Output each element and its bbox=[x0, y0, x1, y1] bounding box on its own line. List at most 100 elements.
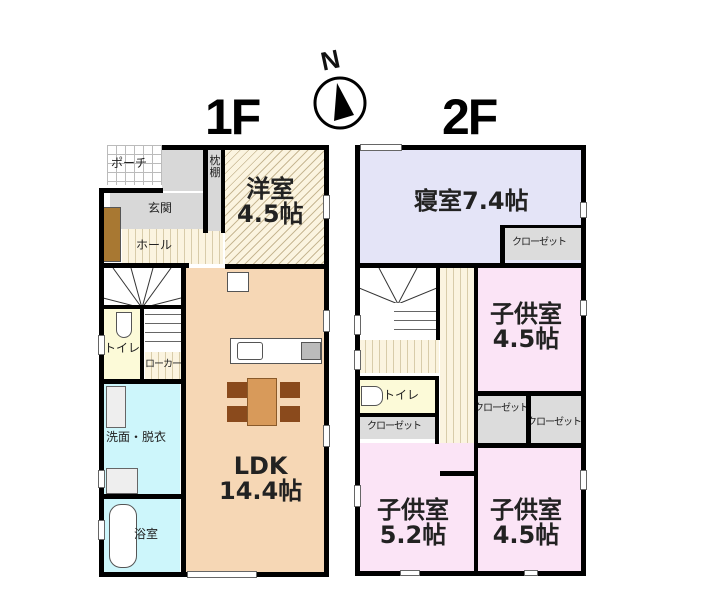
kids-3-size: 4.5帖 bbox=[492, 521, 560, 550]
kitchen-counter bbox=[230, 338, 322, 364]
window bbox=[524, 570, 538, 576]
kids-2-size: 5.2帖 bbox=[379, 521, 447, 550]
window bbox=[354, 315, 361, 335]
wall bbox=[221, 145, 225, 233]
wall bbox=[140, 305, 144, 383]
room-toilet: トイレ bbox=[104, 308, 144, 380]
label-ldk: LDK 14.4帖 bbox=[219, 452, 303, 506]
wall bbox=[99, 188, 163, 193]
wall bbox=[500, 225, 505, 265]
washbasin-icon bbox=[106, 386, 126, 428]
window bbox=[580, 470, 587, 490]
wall bbox=[324, 145, 329, 576]
refrigerator bbox=[227, 272, 249, 292]
wall bbox=[355, 263, 586, 268]
room-kids-1: 子供室 4.5帖 bbox=[478, 268, 582, 392]
label-kids-3: 子供室 4.5帖 bbox=[490, 496, 562, 550]
bedroom-size: 7.4帖 bbox=[462, 187, 529, 215]
toilet-fixture-icon bbox=[116, 312, 132, 338]
label-closet-mid-1: クローゼット bbox=[474, 403, 529, 414]
wall bbox=[474, 268, 478, 571]
shoe-cabinet bbox=[101, 207, 121, 262]
wall bbox=[581, 145, 586, 576]
closet-pillow-shelf: 枕棚 bbox=[207, 149, 223, 231]
room-entrance bbox=[162, 149, 205, 191]
wall bbox=[355, 145, 586, 150]
dining-chair bbox=[280, 382, 300, 398]
room-ldk: LDK 14.4帖 bbox=[185, 268, 325, 572]
stairs-straight-2f bbox=[394, 303, 437, 338]
room-kids-3: 子供室 4.5帖 bbox=[478, 448, 582, 571]
window bbox=[98, 335, 105, 355]
dining-table bbox=[247, 378, 277, 426]
bedroom-name: 寝室 bbox=[414, 187, 462, 215]
stairs-1f bbox=[102, 267, 182, 309]
wall bbox=[203, 145, 208, 233]
label-closet-hall: クローゼット bbox=[367, 421, 422, 432]
kids-1-size: 4.5帖 bbox=[492, 325, 560, 354]
label-hall: ホール bbox=[136, 238, 173, 252]
window bbox=[360, 144, 402, 151]
wall bbox=[99, 263, 189, 268]
floor-label-2f: 2F bbox=[442, 89, 498, 145]
floor-plan-1f: ポーチ 玄関 ホール 枕棚 洋室 4.5帖 ローカー トイレ bbox=[95, 140, 335, 580]
closet-mid-2: クローゼット bbox=[527, 396, 582, 444]
window bbox=[354, 350, 361, 370]
wall bbox=[225, 264, 329, 269]
wall bbox=[355, 571, 586, 576]
room-porch: ポーチ bbox=[107, 145, 162, 185]
wall bbox=[99, 494, 183, 499]
label-closet-bedroom: クローゼット bbox=[512, 237, 567, 248]
window bbox=[98, 470, 105, 488]
label-bathroom: 浴室 bbox=[134, 527, 159, 541]
label-entrance: 玄関 bbox=[148, 201, 173, 215]
label-washroom: 洗面・脱衣 bbox=[106, 430, 167, 444]
room-bathroom: 浴室 bbox=[104, 498, 180, 572]
window bbox=[354, 485, 361, 507]
wall bbox=[478, 391, 586, 396]
room-hall: ホール bbox=[122, 229, 223, 264]
toilet-fixture-icon bbox=[361, 386, 383, 406]
room-entrance-lower: 玄関 bbox=[110, 193, 205, 229]
room-toilet-2f: トイレ bbox=[359, 380, 435, 413]
label-kids-1: 子供室 4.5帖 bbox=[490, 300, 562, 354]
window bbox=[580, 300, 587, 316]
bathtub-icon bbox=[109, 504, 137, 568]
hallway-2f-landing bbox=[359, 340, 439, 373]
stove-icon bbox=[301, 342, 321, 360]
stairs-winder-icon bbox=[102, 267, 182, 309]
room-western: 洋室 4.5帖 bbox=[225, 149, 325, 264]
wall bbox=[500, 225, 586, 228]
wall bbox=[526, 396, 531, 444]
closet-bedroom: クローゼット bbox=[504, 228, 582, 260]
wall bbox=[355, 376, 437, 380]
wall bbox=[440, 471, 476, 476]
dining-chair bbox=[227, 406, 247, 422]
window bbox=[98, 520, 105, 540]
window bbox=[323, 310, 330, 332]
floor-plan-2f: 寝室7.4帖 クローゼット 子供室 4.5帖 トイレ クローゼット クローゼット… bbox=[352, 140, 592, 580]
sink-icon bbox=[237, 342, 263, 360]
wall bbox=[162, 145, 329, 150]
western-room-name: 洋室 bbox=[246, 175, 295, 203]
kids-2-name: 子供室 bbox=[377, 496, 449, 524]
ldk-name: LDK bbox=[233, 452, 288, 480]
label-closet-mid-2: クローゼット bbox=[527, 417, 582, 428]
kids-3-name: 子供室 bbox=[490, 496, 562, 524]
kids-1-name: 子供室 bbox=[490, 300, 562, 328]
label-kids-2: 子供室 5.2帖 bbox=[377, 496, 449, 550]
label-toilet-2f: トイレ bbox=[383, 388, 420, 402]
stairs-straight-1f bbox=[145, 308, 181, 350]
stairs-2f bbox=[358, 267, 438, 338]
closet-mid-1: クローゼット bbox=[474, 396, 529, 444]
label-porch: ポーチ bbox=[111, 156, 148, 170]
window bbox=[187, 571, 257, 578]
label-pillow-shelf: 枕棚 bbox=[209, 154, 221, 179]
room-locker: ローカー bbox=[145, 352, 182, 380]
window bbox=[400, 570, 420, 576]
western-room-size: 4.5帖 bbox=[237, 200, 304, 229]
label-western-room: 洋室 4.5帖 bbox=[237, 175, 304, 229]
dining-chair bbox=[280, 406, 300, 422]
ldk-size: 14.4帖 bbox=[219, 477, 303, 506]
room-washroom: 洗面・脱衣 bbox=[104, 383, 180, 496]
